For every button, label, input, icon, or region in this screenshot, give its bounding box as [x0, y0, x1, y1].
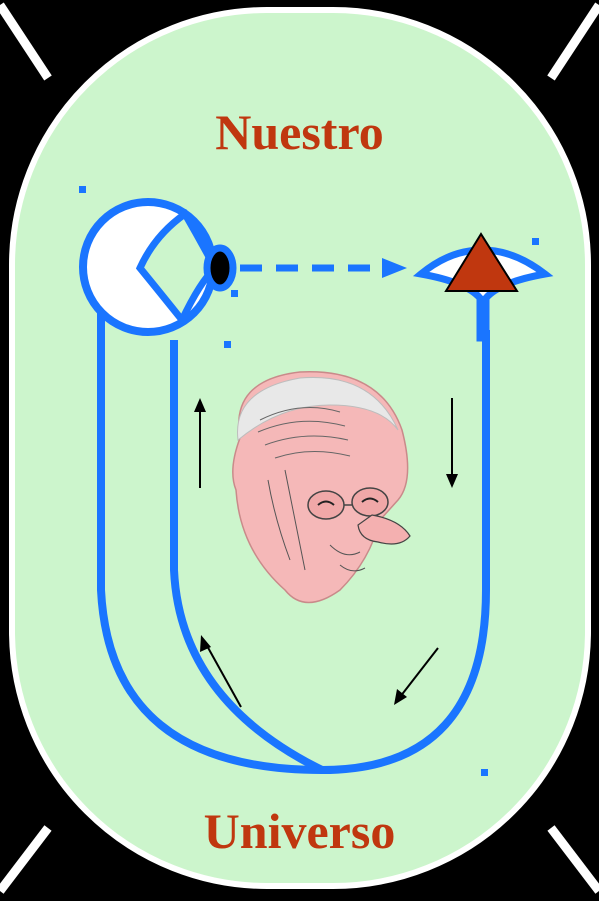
dot [481, 769, 488, 776]
title-universo: Universo [0, 801, 599, 861]
dot [79, 186, 86, 193]
dot [224, 341, 231, 348]
corner-line-top-right [551, 5, 599, 78]
dot [204, 240, 211, 247]
dot [532, 238, 539, 245]
corner-line-top-left [0, 5, 48, 78]
dot [231, 290, 238, 297]
title-nuestro: Nuestro [0, 102, 599, 162]
